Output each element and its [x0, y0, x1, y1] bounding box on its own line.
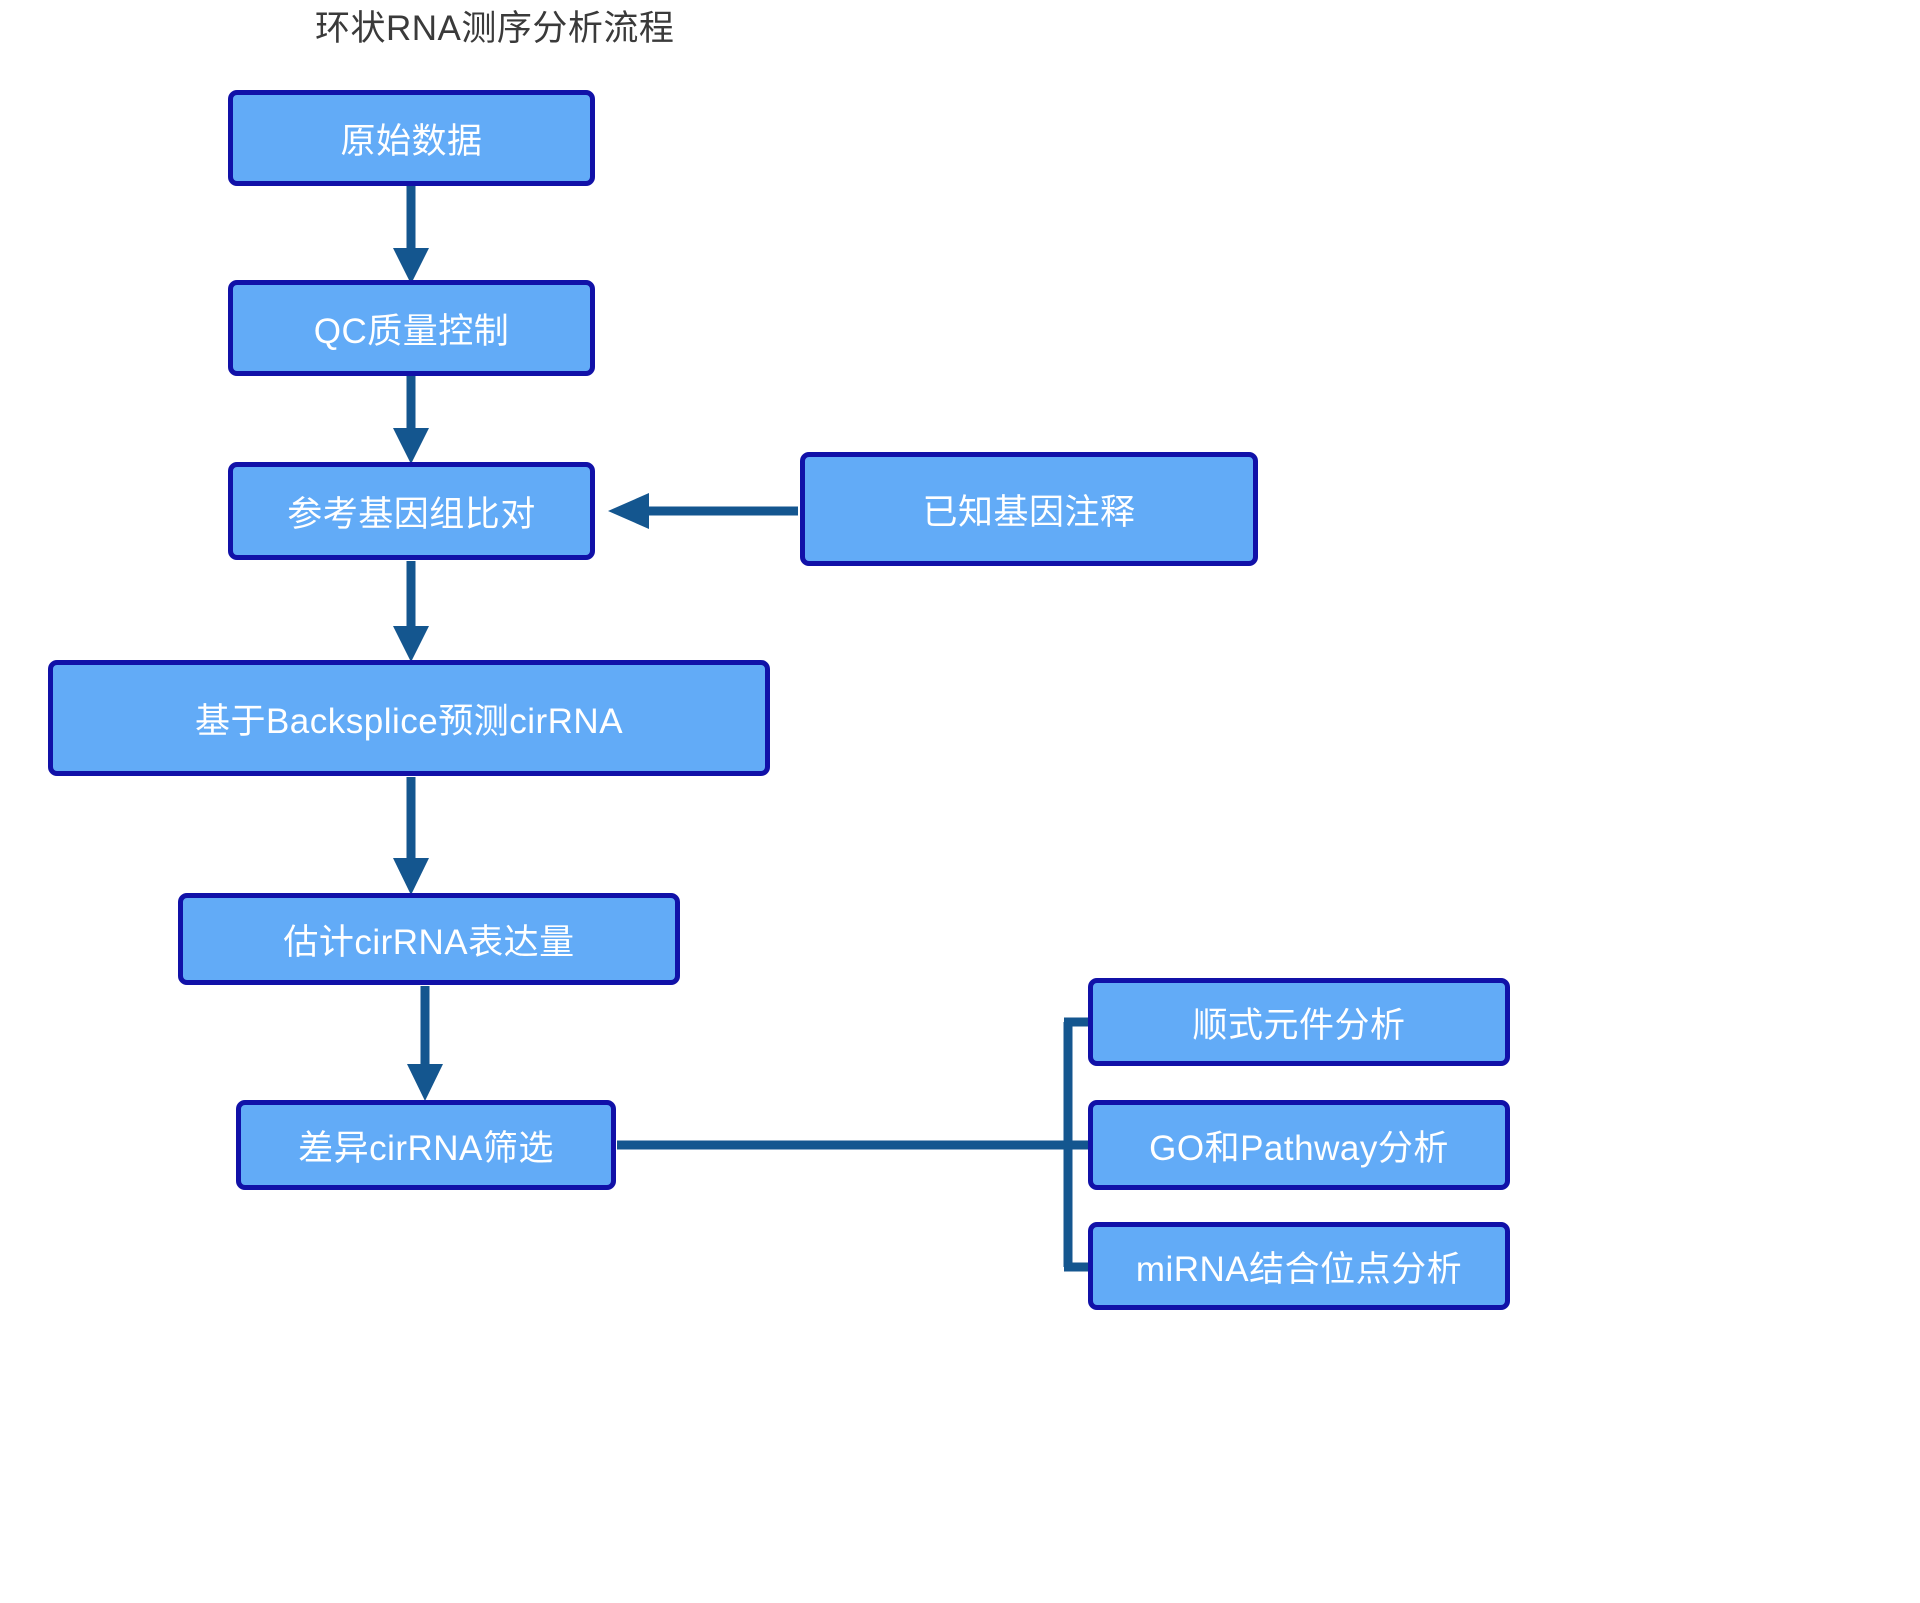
node-label-backsplice-predict: 基于Backsplice预测cirRNA [194, 701, 624, 741]
node-expression-estimate[interactable]: 估计cirRNA表达量 [178, 893, 680, 985]
edge-known-gene-anno-to-genome-align [608, 493, 798, 529]
edge-backsplice-to-expression [393, 777, 429, 895]
edge-qc-to-genome-align [393, 376, 429, 464]
node-label-cis-element: 顺式元件分析 [1192, 1005, 1406, 1045]
node-genome-align[interactable]: 参考基因组比对 [228, 462, 595, 560]
node-label-qc: QC质量控制 [313, 311, 510, 351]
node-label-raw-data: 原始数据 [340, 121, 483, 161]
node-qc[interactable]: QC质量控制 [228, 280, 595, 376]
node-label-diff-screening: 差异cirRNA筛选 [298, 1128, 554, 1168]
node-label-expression-estimate: 估计cirRNA表达量 [283, 922, 575, 962]
node-diff-screening[interactable]: 差异cirRNA筛选 [236, 1100, 616, 1190]
node-mirna-binding[interactable]: miRNA结合位点分析 [1088, 1222, 1510, 1310]
node-raw-data[interactable]: 原始数据 [228, 90, 595, 186]
edge-diff-branch-trunk [617, 1022, 1073, 1267]
node-go-pathway[interactable]: GO和Pathway分析 [1088, 1100, 1510, 1190]
diagram-title: 环状RNA测序分析流程 [315, 9, 675, 48]
node-cis-element[interactable]: 顺式元件分析 [1088, 978, 1510, 1066]
node-label-genome-align: 参考基因组比对 [287, 494, 536, 534]
node-backsplice-predict[interactable]: 基于Backsplice预测cirRNA [48, 660, 770, 776]
edge-genome-align-to-backsplice [393, 561, 429, 662]
node-label-go-pathway: GO和Pathway分析 [1149, 1128, 1449, 1168]
node-label-mirna-binding: miRNA结合位点分析 [1135, 1249, 1463, 1289]
edge-expression-to-diff [407, 986, 443, 1101]
node-known-gene-anno[interactable]: 已知基因注释 [800, 452, 1258, 566]
node-label-known-gene-anno: 已知基因注释 [922, 492, 1136, 532]
edge-raw-data-to-qc [393, 186, 429, 284]
